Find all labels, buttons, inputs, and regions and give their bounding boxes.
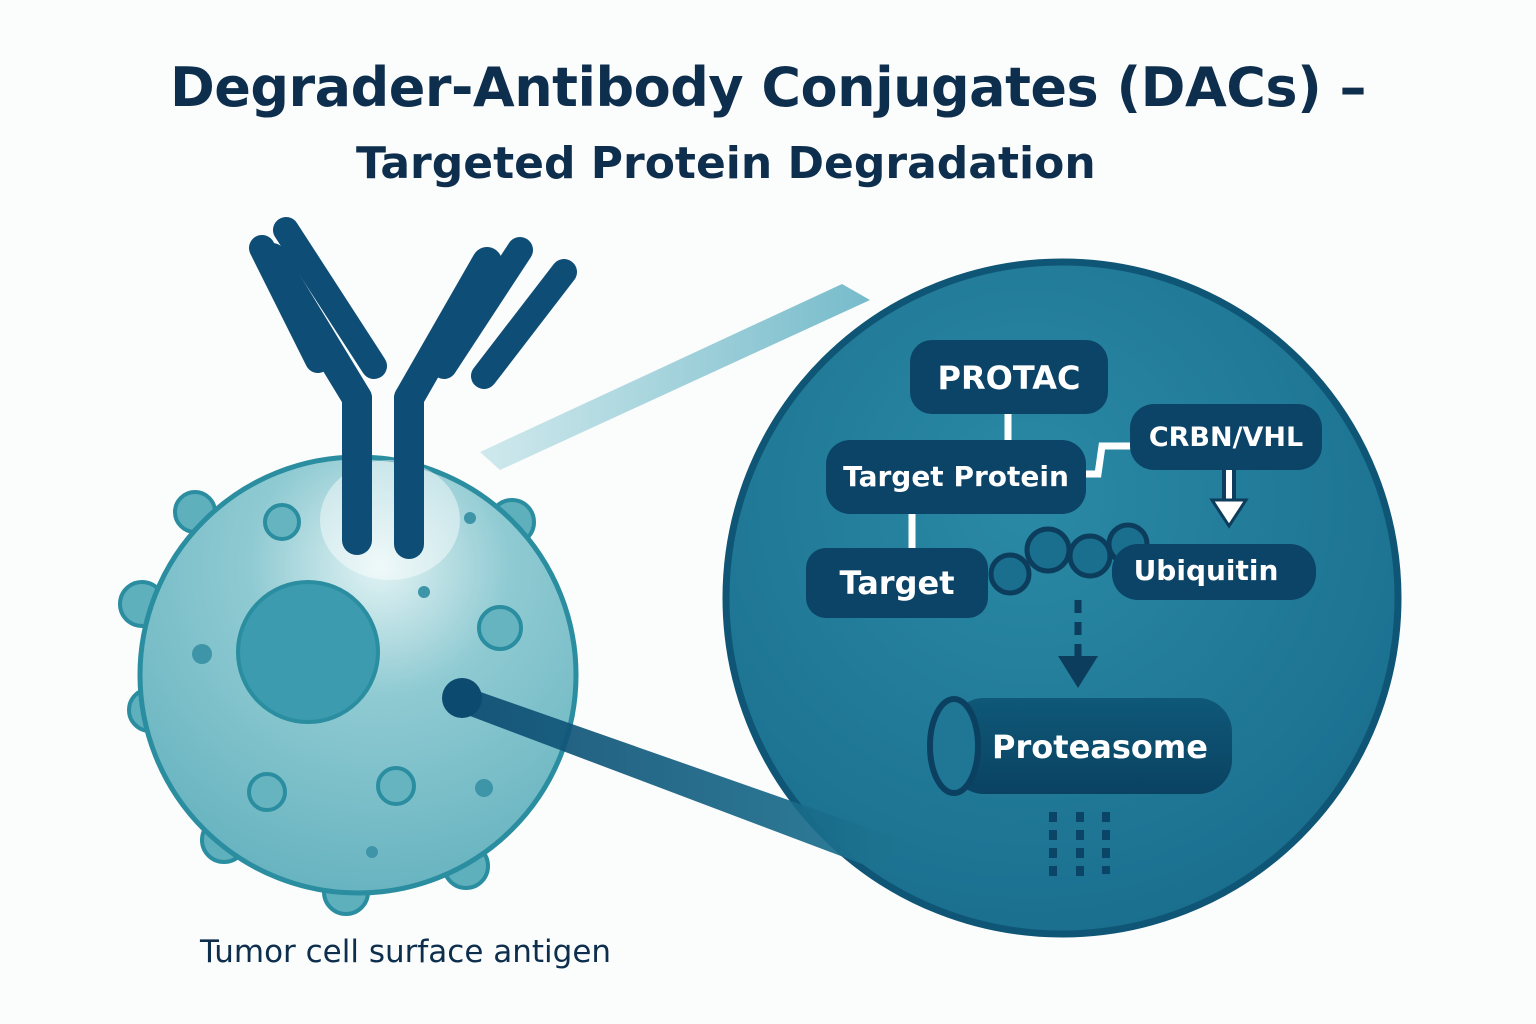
label-box-target: Target [806, 548, 988, 618]
cell-vesicles [247, 503, 523, 812]
zoom-connector-lower [452, 682, 908, 870]
mechanism-connectors [908, 410, 1136, 552]
proteasome-cylinder-icon: Proteasome [927, 696, 1232, 796]
degraded-peptide-fragments [1049, 812, 1110, 880]
y-shaped-antibody-icon [249, 217, 577, 559]
svg-text:Target: Target [840, 564, 955, 602]
svg-text:PROTAC: PROTAC [938, 359, 1081, 397]
label-box-crbn-vhl: CRBN/VHL [1130, 404, 1322, 470]
svg-text:Target Protein: Target Protein [843, 460, 1069, 493]
arrow-down-icon [1209, 470, 1249, 529]
label-box-target-protein: Target Protein [826, 440, 1086, 514]
svg-text:Ubiquitin: Ubiquitin [1134, 554, 1279, 587]
svg-text:Proteasome: Proteasome [992, 728, 1208, 766]
binding-glow [320, 460, 460, 580]
zoom-connector-upper [480, 284, 870, 470]
cell-granules [192, 512, 493, 858]
dashed-arrow-down-icon [1058, 600, 1098, 688]
label-box-protac: PROTAC [910, 340, 1108, 414]
diagram-subtitle: Targeted Protein Degradation [356, 138, 1096, 189]
zoom-connector-origin [442, 678, 482, 718]
diagram-title: Degrader-Antibody Conjugates (DACs) – [169, 56, 1367, 119]
cell-caption: Tumor cell surface antigen [200, 934, 612, 970]
cell-nucleus [236, 580, 380, 724]
label-box-ubiquitin: Ubiquitin [1112, 544, 1316, 600]
svg-text:CRBN/VHL: CRBN/VHL [1149, 422, 1303, 453]
